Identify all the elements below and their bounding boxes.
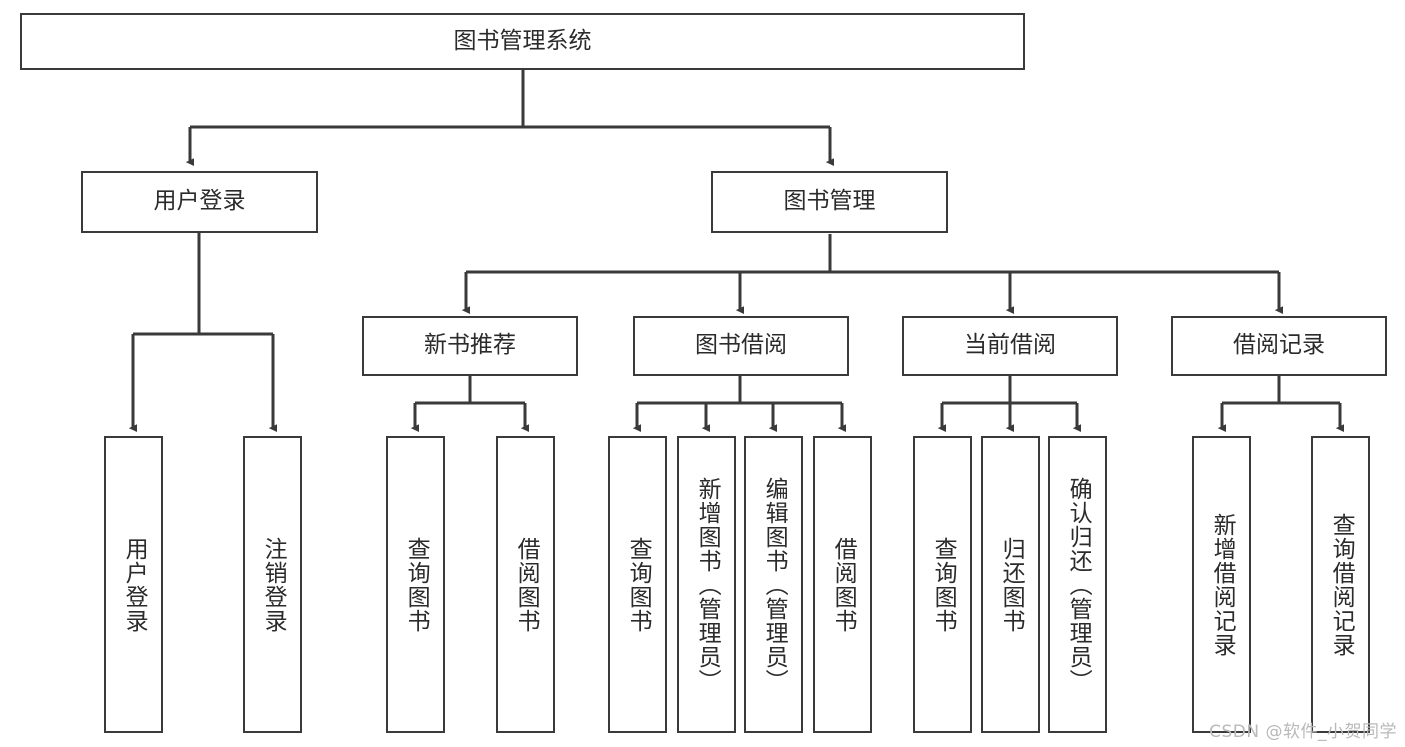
node-leaf-user-login[interactable]: 用户登录 (104, 436, 163, 733)
node-leaf-edit-book-label: 编辑图书（管理员） (761, 476, 788, 693)
node-leaf-borrow-book-2[interactable]: 借阅图书 (813, 436, 872, 733)
node-leaf-query-book-1[interactable]: 查询图书 (386, 436, 445, 733)
node-root[interactable]: 图书管理系统 (20, 13, 1025, 70)
node-new-book-recommend[interactable]: 新书推荐 (362, 316, 578, 376)
node-leaf-return-book-label: 归还图书 (998, 536, 1025, 633)
node-root-label: 图书管理系统 (453, 27, 592, 54)
node-book-management-label: 图书管理 (783, 188, 876, 215)
node-leaf-borrow-book-1[interactable]: 借阅图书 (496, 436, 555, 733)
node-leaf-borrow-book-2-label: 借阅图书 (830, 536, 857, 633)
node-new-book-recommend-label: 新书推荐 (424, 332, 516, 359)
node-leaf-query-record[interactable]: 查询借阅记录 (1311, 436, 1370, 733)
node-leaf-user-login-label: 用户登录 (121, 536, 148, 633)
node-leaf-query-book-3[interactable]: 查询图书 (913, 436, 972, 733)
node-leaf-query-book-2-label: 查询图书 (625, 536, 652, 633)
node-user-login[interactable]: 用户登录 (81, 171, 318, 233)
node-leaf-add-record[interactable]: 新增借阅记录 (1192, 436, 1251, 733)
node-leaf-edit-book[interactable]: 编辑图书（管理员） (744, 436, 803, 733)
node-leaf-query-book-2[interactable]: 查询图书 (608, 436, 667, 733)
node-current-borrow-label: 当前借阅 (964, 332, 1056, 359)
node-leaf-add-record-label: 新增借阅记录 (1209, 512, 1236, 657)
node-book-management[interactable]: 图书管理 (711, 171, 948, 233)
node-leaf-query-book-1-label: 查询图书 (403, 536, 430, 633)
node-leaf-logout-login-label: 注销登录 (260, 536, 287, 633)
watermark-text: CSDN @软件_小贺同学 (1209, 722, 1397, 742)
node-book-borrow[interactable]: 图书借阅 (633, 316, 849, 376)
node-borrow-record-label: 借阅记录 (1233, 332, 1325, 359)
node-leaf-return-book[interactable]: 归还图书 (981, 436, 1040, 733)
node-borrow-record[interactable]: 借阅记录 (1171, 316, 1387, 376)
node-leaf-add-book[interactable]: 新增图书（管理员） (677, 436, 736, 733)
node-leaf-logout-login[interactable]: 注销登录 (243, 436, 302, 733)
node-user-login-label: 用户登录 (153, 188, 246, 215)
node-leaf-add-book-label: 新增图书（管理员） (694, 476, 721, 693)
node-leaf-confirm-return-label: 确认归还（管理员） (1065, 476, 1092, 693)
node-leaf-query-record-label: 查询借阅记录 (1328, 512, 1355, 657)
node-leaf-query-book-3-label: 查询图书 (930, 536, 957, 633)
node-leaf-borrow-book-1-label: 借阅图书 (513, 536, 540, 633)
node-current-borrow[interactable]: 当前借阅 (902, 316, 1118, 376)
node-leaf-confirm-return[interactable]: 确认归还（管理员） (1048, 436, 1107, 733)
node-book-borrow-label: 图书借阅 (695, 332, 787, 359)
